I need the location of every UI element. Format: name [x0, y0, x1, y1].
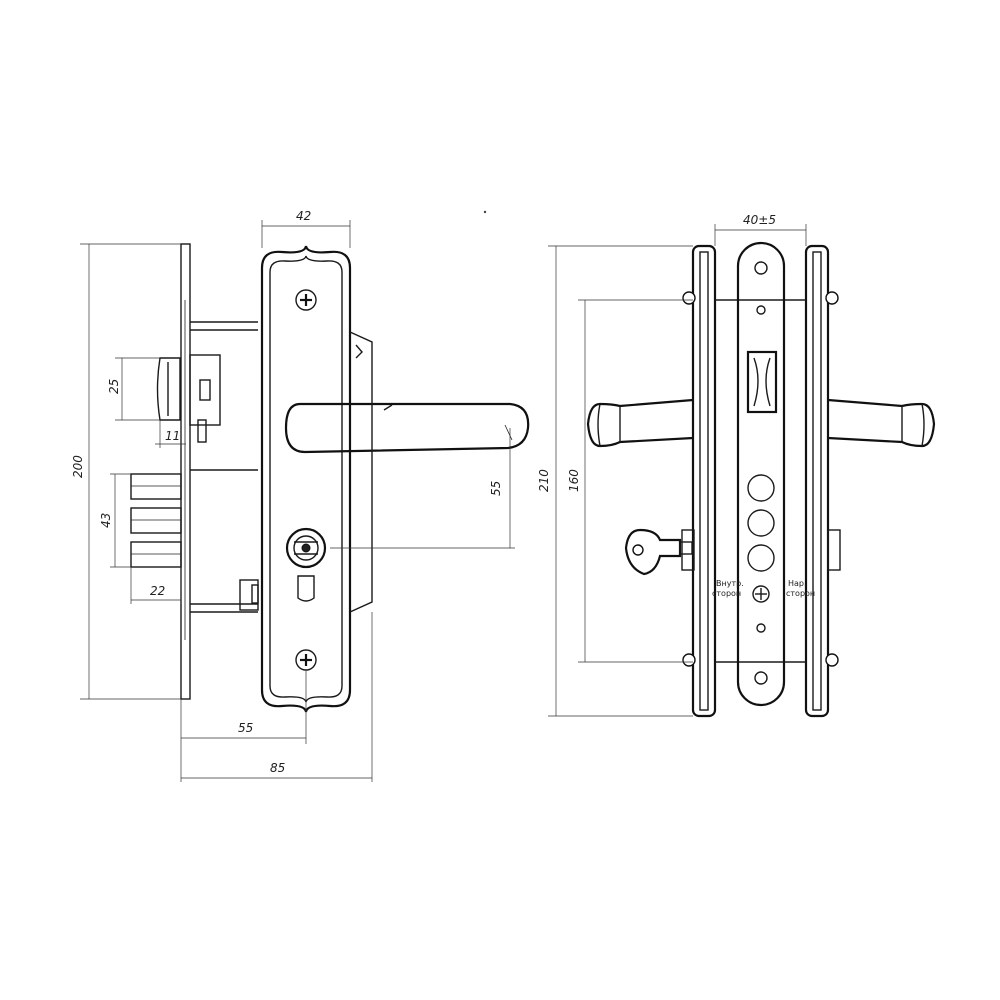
outer-handle	[827, 398, 936, 448]
dim-40: 40±5	[743, 213, 776, 227]
side-plate	[349, 331, 373, 613]
cylinder-icon	[285, 527, 327, 602]
bottom-screw-icon	[295, 649, 317, 671]
dim-160: 160	[567, 469, 581, 492]
side-dimensions: 40±5 210 160	[537, 213, 807, 717]
key-icon	[624, 528, 693, 576]
bolt-hole-3	[747, 544, 775, 572]
front-view: 42 200 25 11 43 22	[71, 209, 530, 782]
label-inner-2: сторон	[712, 589, 741, 598]
label-outer-1: Нар.	[788, 579, 807, 588]
dim-42: 42	[296, 209, 311, 223]
side-view: Внутр. сторон Нар. сторон	[537, 213, 936, 718]
top-screw-icon	[295, 289, 317, 311]
faceplate	[180, 243, 191, 700]
dim-43: 43	[99, 513, 113, 528]
dim-55-center: 55	[489, 481, 503, 496]
lever-handle	[284, 402, 530, 454]
dim-200: 200	[71, 455, 85, 478]
inner-handle	[586, 398, 694, 448]
deadbolts	[130, 473, 182, 568]
label-inner-1: Внутр.	[716, 579, 744, 588]
dim-25: 25	[107, 379, 121, 394]
lock-case	[190, 321, 258, 613]
dim-22: 22	[150, 584, 165, 598]
front-dimensions: 42 200 25 11 43 22	[71, 209, 515, 782]
faceplate-screw-icon	[752, 585, 770, 603]
dim-85: 85	[270, 761, 285, 775]
bolt-hole-1	[747, 474, 775, 502]
dim-11: 11	[165, 429, 180, 443]
latch-opening	[746, 350, 778, 414]
dim-210: 210	[537, 469, 551, 492]
bolt-hole-2	[747, 509, 775, 537]
handle-plate	[260, 245, 352, 713]
lock-faceplate	[736, 241, 786, 707]
latch-bolt	[156, 357, 181, 421]
inner-plate	[691, 244, 717, 718]
outer-plate	[804, 244, 830, 718]
label-outer-2: сторон	[786, 589, 815, 598]
dim-55-backset: 55	[238, 721, 253, 735]
